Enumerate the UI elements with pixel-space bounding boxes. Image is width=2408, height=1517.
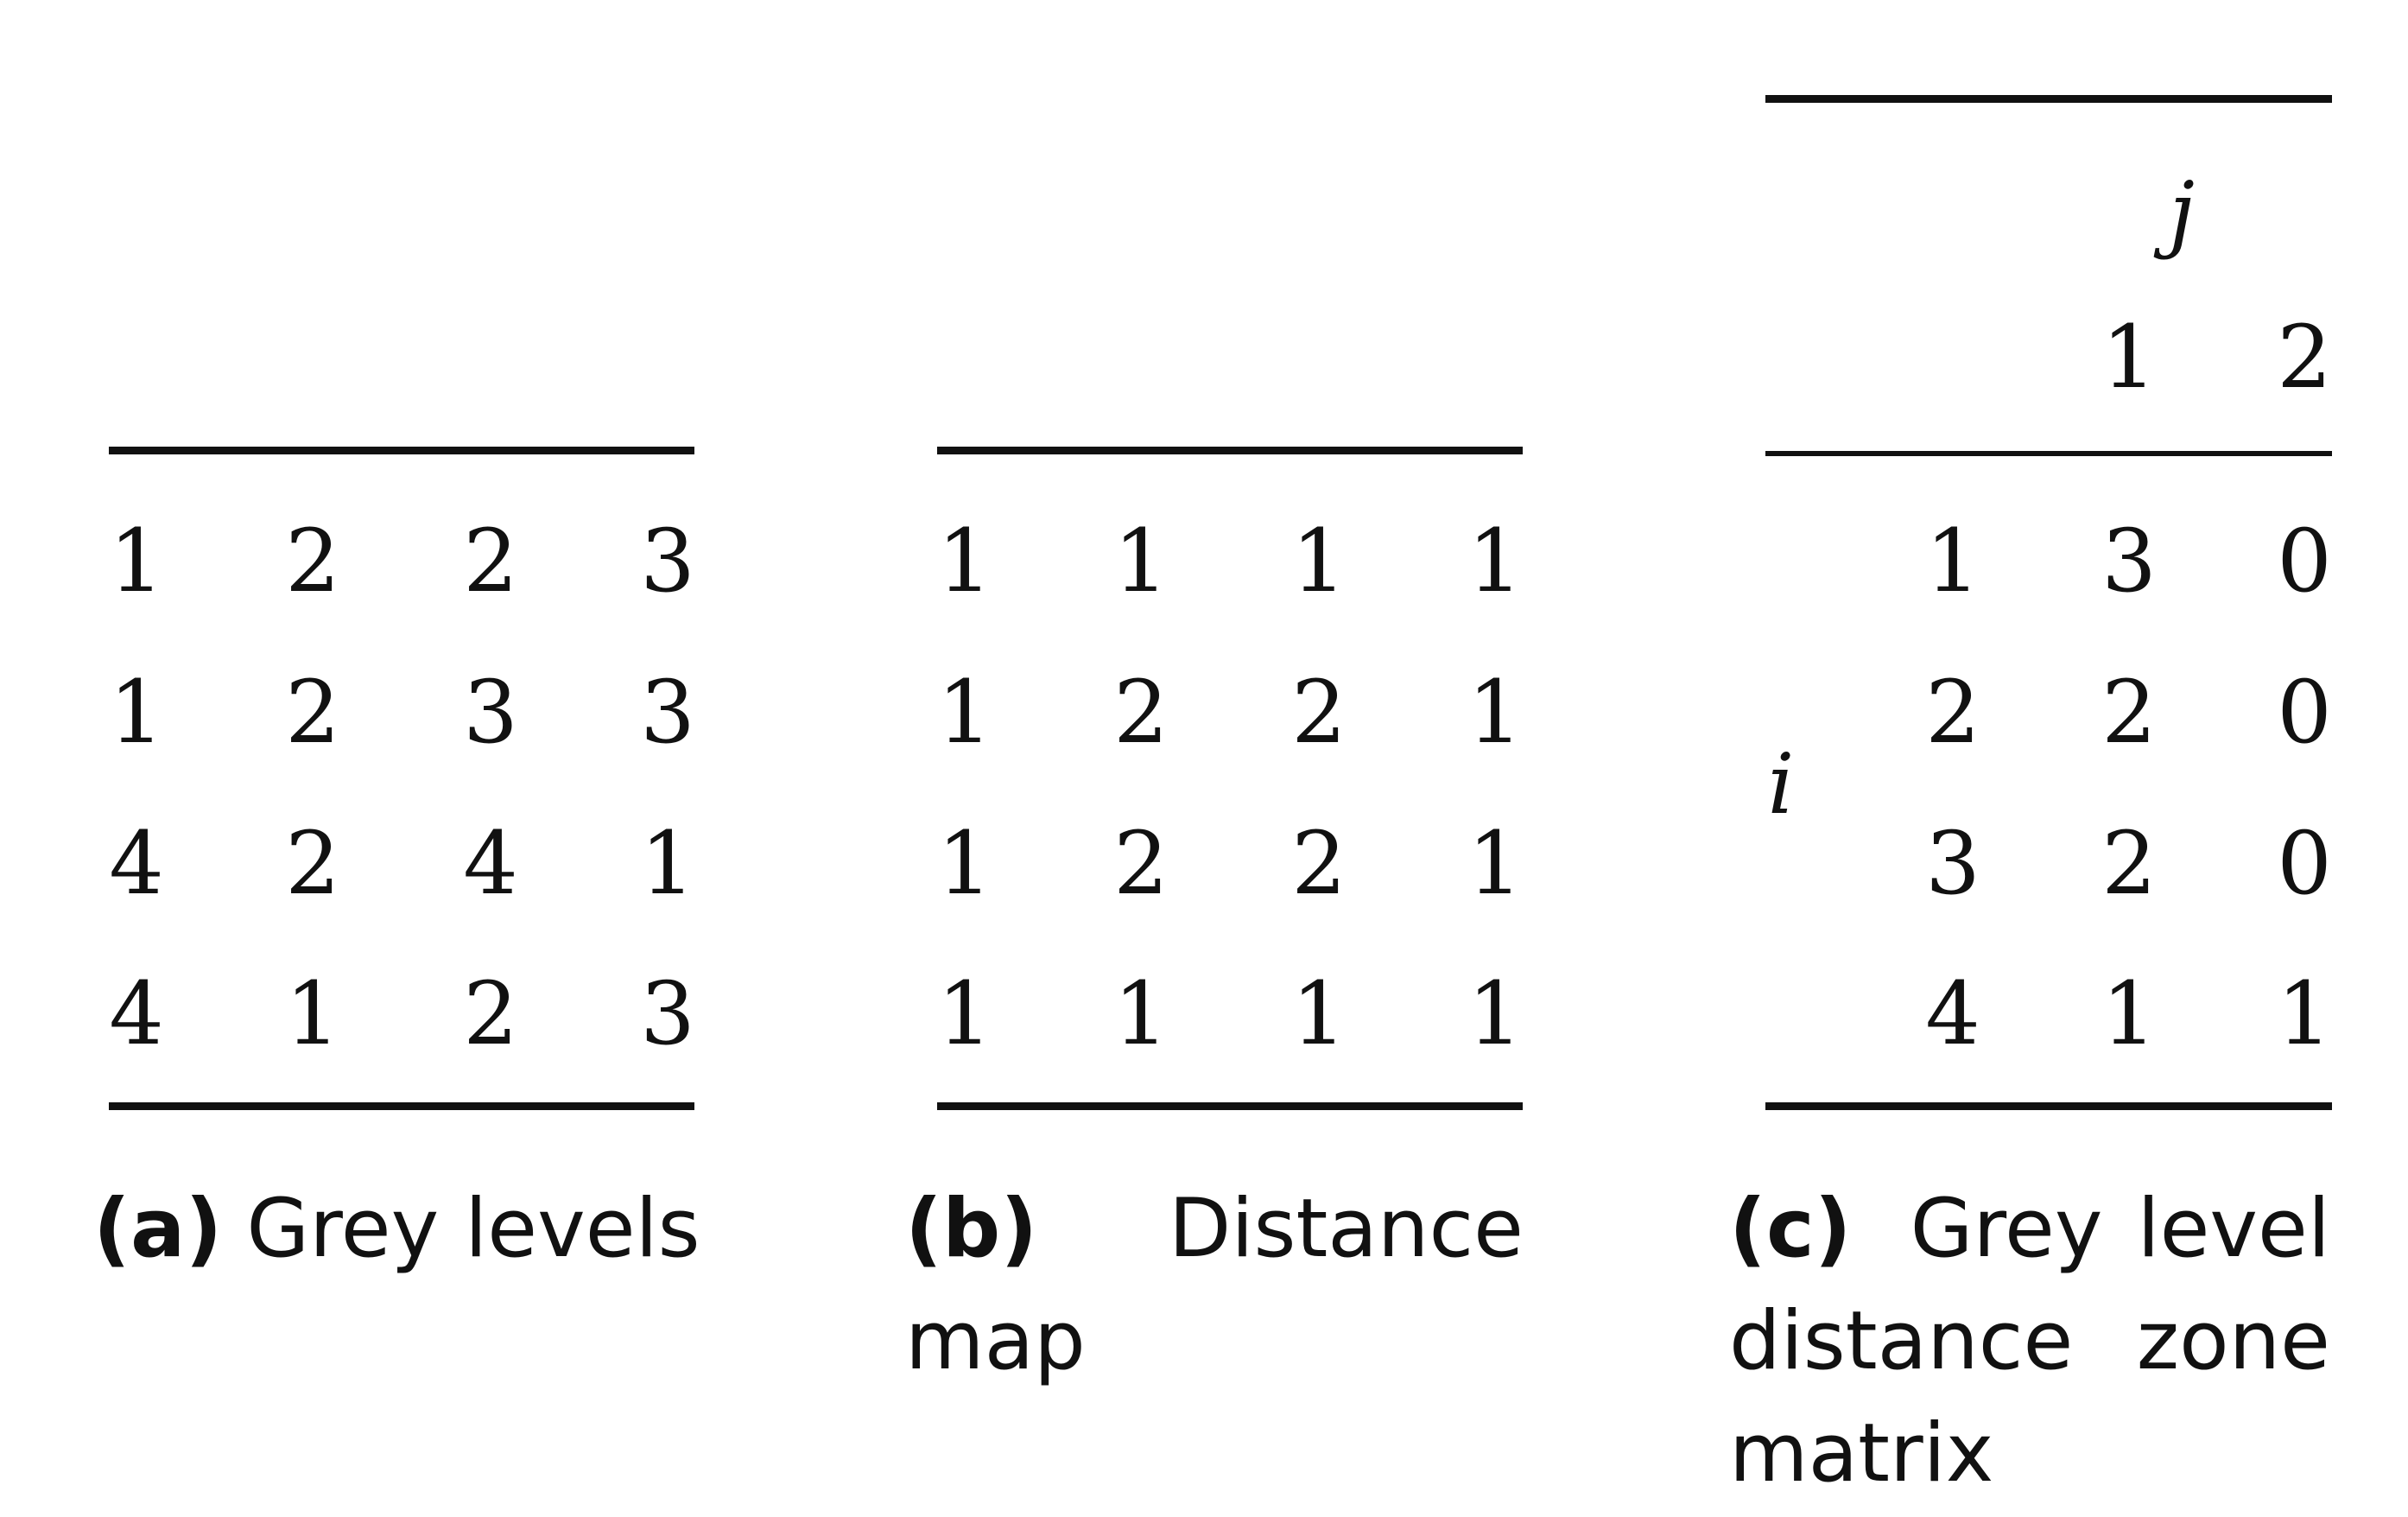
cell: 3 [640, 963, 695, 1064]
cell: 1 [1467, 963, 1523, 1064]
column-header: 2 [2277, 307, 2332, 408]
cell: 1 [1467, 511, 1523, 612]
cell: 2 [1113, 813, 1169, 914]
cell: 1 [285, 963, 340, 1064]
caption-tag: (b) [905, 1182, 1038, 1276]
column-variable: j [2169, 164, 2195, 261]
cell: 2 [285, 662, 340, 763]
cell: 1 [1113, 511, 1169, 612]
cell: 0 [2277, 511, 2332, 612]
cell: 0 [2277, 813, 2332, 914]
caption: (a)Grey levels [93, 1173, 715, 1285]
cell: 2 [285, 511, 340, 612]
mid-rule [1765, 451, 2332, 456]
caption-text: distance [1729, 1294, 2074, 1388]
cell: 4 [109, 963, 164, 1064]
cell: 4 [109, 813, 164, 914]
cell: 1 [109, 511, 164, 612]
cell: 3 [463, 662, 518, 763]
row-header: 2 [1925, 662, 1980, 763]
cell: 2 [2101, 662, 2157, 763]
cell: 1 [2277, 963, 2332, 1064]
caption-text: Grey [1910, 1182, 2103, 1276]
cell: 2 [463, 511, 518, 612]
caption-text: Distance [1168, 1182, 1524, 1276]
bottom-rule [1765, 1102, 2332, 1110]
caption-text: map [905, 1294, 1086, 1388]
top-rule [1765, 95, 2332, 103]
cell: 1 [937, 963, 992, 1064]
cell: 1 [1291, 511, 1347, 612]
caption: (b) Distance map [905, 1173, 1524, 1398]
caption: (c) Grey level distance zone matrix [1729, 1173, 2330, 1510]
bottom-rule [109, 1102, 694, 1110]
cell: 2 [1113, 662, 1169, 763]
caption-text: matrix [1729, 1406, 1994, 1501]
cell: 2 [2101, 813, 2157, 914]
caption-text: zone [2136, 1294, 2330, 1388]
row-header: 4 [1925, 963, 1980, 1064]
column-header: 1 [2101, 307, 2157, 408]
cell: 4 [463, 813, 518, 914]
row-header: 3 [1925, 813, 1980, 914]
top-rule [109, 447, 694, 454]
cell: 1 [109, 662, 164, 763]
caption-tag: (a) [93, 1182, 223, 1276]
cell: 2 [1291, 813, 1347, 914]
cell: 2 [285, 813, 340, 914]
cell: 3 [640, 662, 695, 763]
caption-text: level [2137, 1182, 2330, 1276]
bottom-rule [937, 1102, 1523, 1110]
cell: 1 [937, 662, 992, 763]
cell: 1 [1291, 963, 1347, 1064]
cell: 1 [1467, 662, 1523, 763]
cell: 1 [1113, 963, 1169, 1064]
top-rule [937, 447, 1523, 454]
cell: 1 [640, 813, 695, 914]
row-header: 1 [1925, 511, 1980, 612]
cell: 3 [640, 511, 695, 612]
cell: 1 [2101, 963, 2157, 1064]
cell: 2 [463, 963, 518, 1064]
caption-text: Grey levels [246, 1182, 700, 1276]
cell: 1 [1467, 813, 1523, 914]
caption-tag: (c) [1729, 1182, 1852, 1276]
cell: 2 [1291, 662, 1347, 763]
cell: 1 [937, 511, 992, 612]
cell: 1 [937, 813, 992, 914]
cell: 0 [2277, 662, 2332, 763]
row-variable: i [1767, 736, 1795, 833]
cell: 3 [2101, 511, 2157, 612]
